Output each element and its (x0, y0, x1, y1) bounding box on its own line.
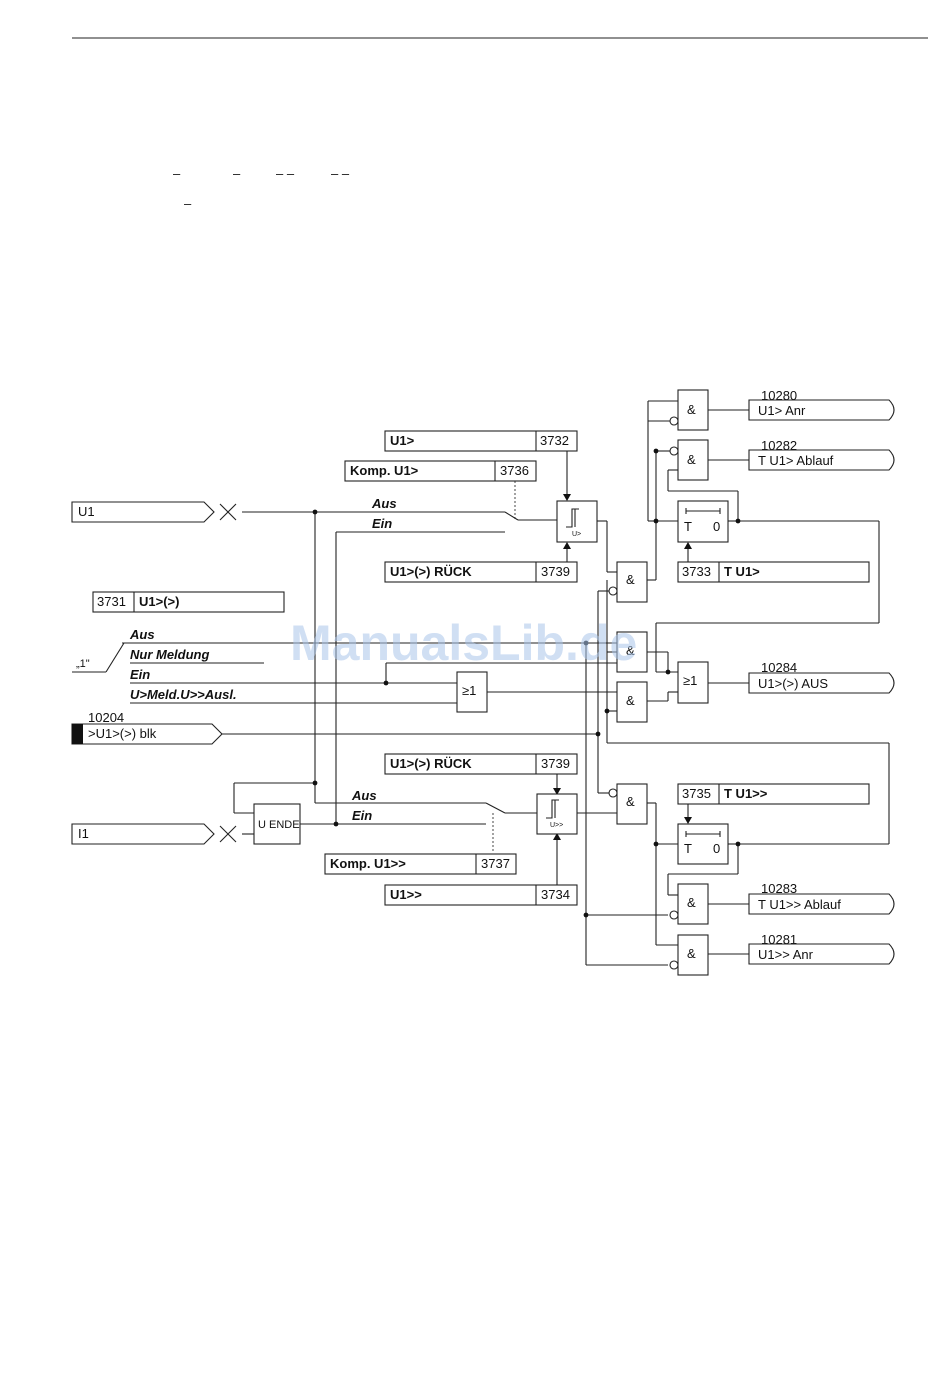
input-u1: U1 (71, 501, 237, 523)
wiring (72, 400, 890, 966)
output-t-u1-ablauf: 10282 T U1> Ablauf (748, 438, 895, 471)
or-gate-mode: ≥1 (456, 671, 488, 713)
option-ein: Ein (130, 667, 150, 682)
param-u1-name: U1> (390, 433, 415, 448)
header-mark: – – (276, 166, 295, 181)
option-aus: Aus (129, 627, 155, 642)
and-gate-aus-2: & (616, 681, 648, 723)
param-t-u1u-addr: 3735 (682, 786, 711, 801)
timer-zero: 0 (713, 519, 720, 534)
param-u1u: U1>> 3734 (384, 884, 578, 906)
param-ruck-top-addr: 3739 (541, 564, 570, 579)
param-t-u1-addr: 3733 (682, 564, 711, 579)
param-ruck-top: U1>(>) RÜCK 3739 (384, 561, 578, 583)
param-komp-u1u-name: Komp. U1>> (330, 856, 406, 871)
output-label: T U1>> Ablauf (758, 897, 841, 912)
input-blk-label: >U1>(>) blk (88, 726, 157, 741)
param-t-u1u: 3735 T U1>> (677, 783, 870, 805)
switch-ein-top: Ein (372, 516, 392, 531)
timer-u1: T 0 (677, 500, 729, 543)
and-symbol: & (626, 794, 635, 809)
and-symbol: & (626, 572, 635, 587)
switch-aus-bottom: Aus (351, 788, 377, 803)
header-mark: – – (331, 166, 350, 181)
and-gate-anr-u1u: & (669, 934, 709, 976)
and-symbol: & (687, 946, 696, 961)
param-mode: 3731 U1>(>) (92, 591, 285, 613)
param-u1-addr: 3732 (540, 433, 569, 448)
and-gate-anr-u1: & (669, 389, 709, 431)
or-symbol: ≥1 (462, 683, 476, 698)
param-t-u1-name: T U1> (724, 564, 760, 579)
and-symbol: & (687, 895, 696, 910)
output-number: 10280 (761, 388, 797, 403)
and-gate-aus-1: & (616, 631, 648, 673)
comparator-u1u: U>> (536, 793, 578, 835)
param-komp-u1-name: Komp. U1> (350, 463, 419, 478)
param-komp-u1u-addr: 3737 (481, 856, 510, 871)
output-u1u-anr: 10281 U1>> Anr (748, 932, 895, 965)
junction-dots (312, 448, 741, 918)
or-gate-aus: ≥1 (677, 661, 709, 704)
output-number: 10284 (761, 660, 797, 675)
param-ruck-bottom-addr: 3739 (541, 756, 570, 771)
and-gate-ablauf-u1: & (669, 439, 709, 481)
input-u1-label: U1 (78, 504, 95, 519)
header-mark: – (184, 196, 192, 211)
param-komp-u1-addr: 3736 (500, 463, 529, 478)
output-u1-anr: 10280 U1> Anr (748, 388, 895, 421)
watermark: ManualsLib.de (290, 615, 637, 671)
param-ruck-bottom: U1>(>) RÜCK 3739 (384, 753, 578, 775)
param-t-u1u-name: T U1>> (724, 786, 768, 801)
param-u1: U1> 3732 (384, 430, 578, 452)
and-symbol: & (626, 643, 635, 658)
and-gate-u1u-main: & (608, 783, 648, 825)
output-number: 10283 (761, 881, 797, 896)
param-u1u-addr: 3734 (541, 887, 570, 902)
timer-u1u: T 0 (677, 823, 729, 865)
output-label: U1>> Anr (758, 947, 814, 962)
and-symbol: & (626, 693, 635, 708)
constant-one: „1" (76, 658, 90, 670)
comparator-u1: U> (556, 500, 598, 543)
input-i1-label: I1 (78, 826, 89, 841)
and-symbol: & (687, 402, 696, 417)
param-ruck-bottom-name: U1>(>) RÜCK (390, 756, 472, 771)
param-mode-name: U1>(>) (139, 594, 179, 609)
input-blk-number: 10204 (88, 710, 124, 725)
timer-t: T (684, 841, 692, 856)
timer-t: T (684, 519, 692, 534)
param-komp-u1u: Komp. U1>> 3737 (324, 853, 517, 875)
output-number: 10281 (761, 932, 797, 947)
output-label: U1>(>) AUS (758, 676, 828, 691)
param-ruck-top-name: U1>(>) RÜCK (390, 564, 472, 579)
input-blk: 10204 >U1>(>) blk (71, 710, 223, 745)
comparator-u1-label: U> (572, 531, 581, 538)
param-u1u-name: U1>> (390, 887, 422, 902)
header-mark: – (233, 166, 241, 181)
option-umeld: U>Meld.U>>Ausl. (130, 687, 237, 702)
option-nur-meldung: Nur Meldung (130, 647, 209, 662)
switch-ein-bottom: Ein (352, 808, 372, 823)
param-komp-u1: Komp. U1> 3736 (344, 460, 537, 482)
switch-aus-top: Aus (371, 496, 397, 511)
and-symbol: & (687, 452, 696, 467)
output-t-u1u-ablauf: 10283 T U1>> Ablauf (748, 881, 895, 915)
output-u1-aus: 10284 U1>(>) AUS (748, 660, 895, 694)
header-mark: – (173, 166, 181, 181)
or-symbol: ≥1 (683, 673, 697, 688)
u-ende-block: U ENDE (253, 803, 301, 845)
param-mode-addr: 3731 (97, 594, 126, 609)
output-label: T U1> Ablauf (758, 453, 834, 468)
u-ende-label: U ENDE (258, 819, 300, 831)
comparator-u1u-label: U>> (550, 822, 563, 829)
output-label: U1> Anr (758, 403, 806, 418)
param-t-u1: 3733 T U1> (677, 561, 870, 583)
timer-zero: 0 (713, 841, 720, 856)
output-number: 10282 (761, 438, 797, 453)
input-i1: I1 (71, 823, 237, 845)
and-gate-u1-main: & (608, 561, 648, 603)
and-gate-ablauf-u1u: & (669, 883, 709, 925)
